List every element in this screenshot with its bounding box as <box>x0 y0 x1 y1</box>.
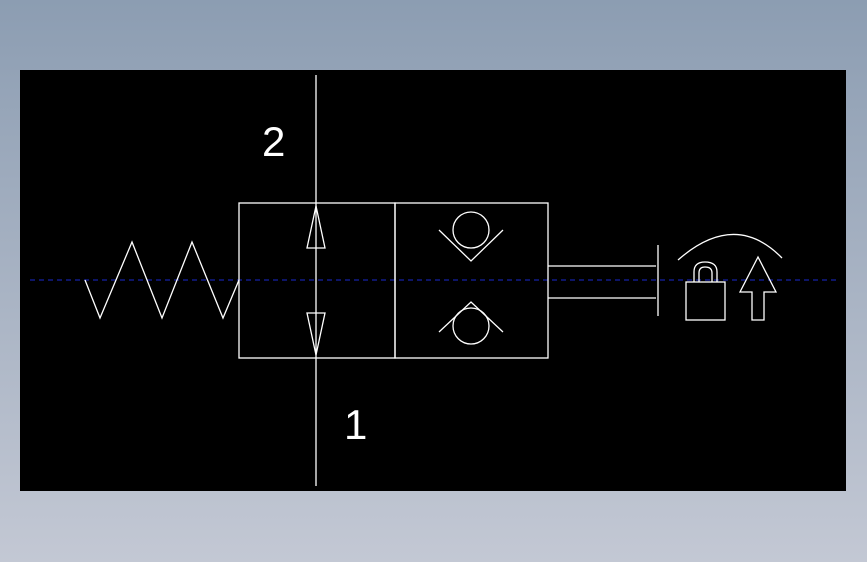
spring-icon <box>84 240 240 320</box>
drawing-viewport[interactable]: 2 1 <box>20 70 846 491</box>
check-valve-icon <box>438 301 504 345</box>
arrow-head-down <box>306 312 326 356</box>
valve-symbol-drawing <box>30 75 840 486</box>
check-valve-icon <box>438 211 504 262</box>
lock-icon <box>685 261 726 321</box>
arrow-head-up <box>306 205 326 249</box>
up-arrow-icon <box>738 255 778 321</box>
valve-envelope-left <box>238 202 396 359</box>
port-label-2: 2 <box>262 118 286 165</box>
valve-envelope-right <box>394 202 549 359</box>
detent-arc <box>677 233 783 261</box>
port-label-1: 1 <box>344 401 368 448</box>
